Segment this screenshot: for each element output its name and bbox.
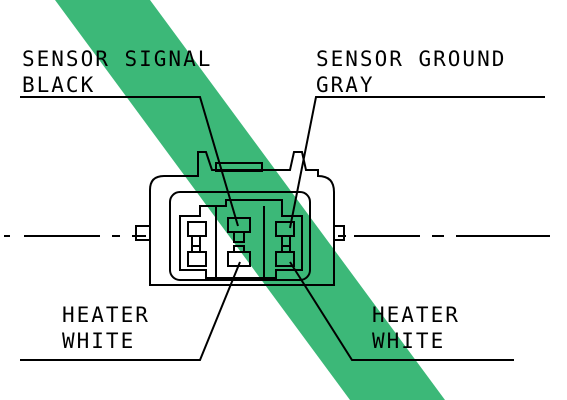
label-sensor-signal-color: BLACK bbox=[22, 73, 95, 97]
label-sensor-signal: SENSOR SIGNAL BLACK bbox=[22, 47, 212, 97]
leader-sensor-ground bbox=[289, 96, 545, 229]
label-sensor-signal-name: SENSOR SIGNAL bbox=[22, 47, 212, 71]
connector bbox=[135, 151, 345, 286]
label-sensor-ground-name: SENSOR GROUND bbox=[316, 47, 506, 71]
connector-shell bbox=[149, 151, 335, 286]
connector-latch bbox=[215, 162, 263, 172]
label-heater-right-name: HEATER bbox=[372, 303, 460, 327]
leader-heater-left bbox=[20, 261, 241, 361]
label-heater-right: HEATER WHITE bbox=[372, 303, 460, 353]
label-heater-left-color: WHITE bbox=[62, 329, 135, 353]
label-sensor-ground: SENSOR GROUND GRAY bbox=[316, 47, 506, 97]
pin-bottom-left bbox=[187, 245, 207, 267]
connector-flange-left bbox=[135, 225, 150, 241]
leader-sensor-signal bbox=[20, 96, 239, 227]
label-sensor-ground-color: GRAY bbox=[316, 73, 375, 97]
connector-flange-right bbox=[334, 225, 345, 241]
label-heater-left: HEATER WHITE bbox=[62, 303, 150, 353]
connector-cavity bbox=[169, 191, 311, 281]
terminal-housing bbox=[179, 199, 303, 279]
pin-top-middle bbox=[227, 217, 251, 243]
leader-heater-right bbox=[289, 261, 514, 361]
label-heater-left-name: HEATER bbox=[62, 303, 150, 327]
label-heater-right-color: WHITE bbox=[372, 329, 445, 353]
pin-bottom-right bbox=[275, 245, 295, 267]
leader-lines bbox=[20, 96, 545, 361]
